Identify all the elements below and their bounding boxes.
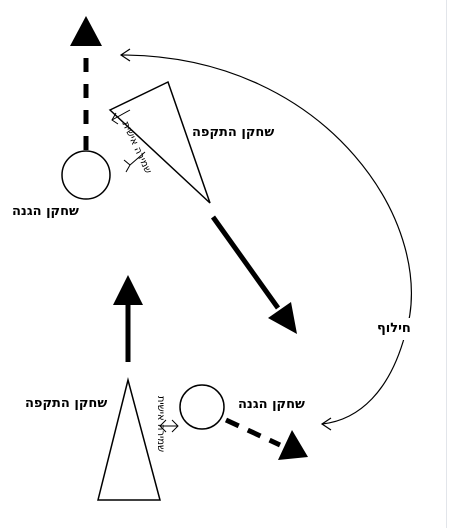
top-marking-double-arrow bbox=[111, 109, 146, 173]
right-guide-line bbox=[446, 0, 447, 528]
top-diagonal-arrow-shaft bbox=[210, 215, 281, 310]
bottom-defender-circle bbox=[179, 384, 225, 430]
bottom-attacker-triangle bbox=[97, 377, 161, 501]
top-defender-circle bbox=[61, 150, 111, 200]
bottom-marking-label: שמירה אישית bbox=[155, 395, 166, 453]
bottom-right-arrowhead bbox=[278, 430, 308, 460]
bottom-attacker-label: שחקן התקפה bbox=[25, 396, 108, 411]
bottom-defender-label: שחקן הגנה bbox=[238, 397, 305, 412]
bottom-up-arrowhead bbox=[113, 275, 143, 305]
top-attacker-triangle bbox=[108, 80, 211, 204]
top-up-arrowhead bbox=[70, 16, 102, 46]
bottom-marking-double-arrow bbox=[159, 419, 179, 433]
switch-arc bbox=[120, 54, 412, 425]
bottom-dashed-path bbox=[224, 417, 282, 448]
top-defender-label: שחקן הגנה bbox=[12, 204, 79, 219]
top-attacker-label: שחקן התקפה bbox=[192, 125, 275, 140]
switch-arc-end-head bbox=[320, 417, 332, 431]
switch-label: חילוף bbox=[377, 321, 411, 336]
top-diagonal-arrowhead bbox=[268, 302, 297, 334]
switch-label-bg bbox=[372, 318, 412, 340]
switch-arc-start-head bbox=[119, 48, 131, 62]
